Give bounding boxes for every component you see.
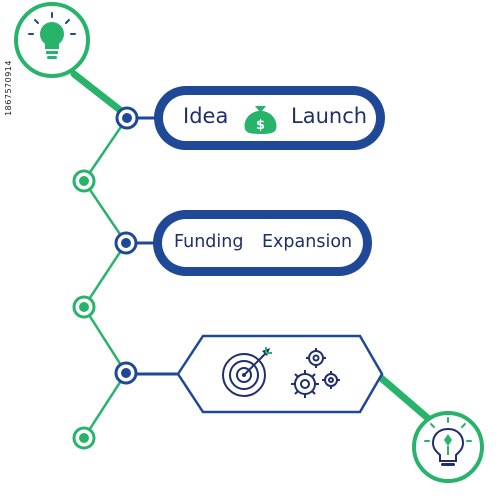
node-5	[114, 361, 138, 385]
pill-1-left-label: Idea	[183, 104, 229, 128]
lightbulb-icon	[424, 417, 472, 466]
gear-top	[306, 348, 326, 368]
target-arrow-icon	[222, 347, 272, 397]
gear-right	[322, 371, 340, 389]
node-2	[72, 169, 96, 193]
connector-top-bulb	[70, 70, 124, 114]
svg-text:$: $	[256, 118, 265, 133]
lightbulb-icon	[28, 12, 76, 59]
node-4	[72, 295, 96, 319]
stock-image-id: 1867570914	[4, 60, 13, 116]
start-bulb-badge	[14, 2, 90, 78]
end-bulb-badge	[412, 411, 484, 483]
gear-large	[291, 370, 319, 398]
node-6	[72, 426, 96, 450]
node-1	[115, 106, 139, 130]
gears-icon	[291, 348, 340, 398]
hexagon-box	[176, 334, 384, 414]
pill-2-right-label: Expansion	[262, 232, 353, 252]
connector-bottom-bulb	[376, 373, 434, 424]
pill-2-left-label: Funding	[174, 232, 244, 252]
money-bag-icon: $	[244, 106, 277, 134]
pill-1-right-label: Launch	[291, 104, 368, 128]
zigzag-path	[82, 117, 129, 439]
pill-2	[153, 210, 372, 276]
node-3	[114, 231, 138, 255]
